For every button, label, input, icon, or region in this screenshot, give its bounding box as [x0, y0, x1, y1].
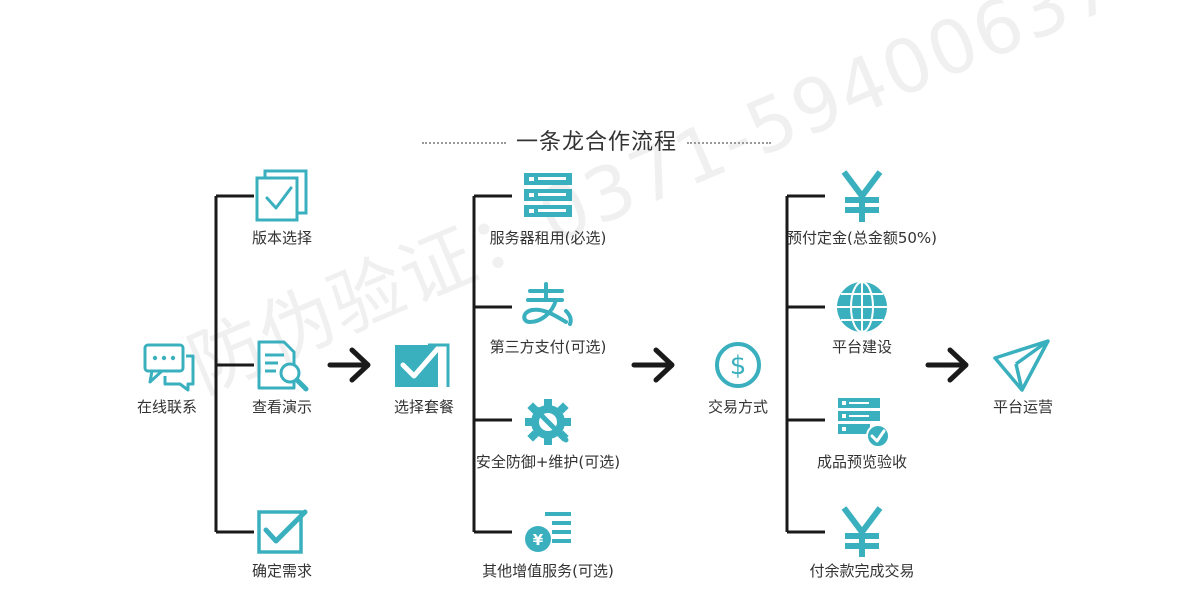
arrow-icon	[631, 347, 675, 383]
node-label-package: 选择套餐	[393, 398, 455, 416]
checkbox-pen-icon	[395, 343, 450, 387]
yen-icon	[841, 170, 883, 222]
yen-icon	[841, 506, 883, 557]
diagram-title: 一条龙合作流程	[515, 130, 677, 155]
server-check-icon	[838, 398, 890, 448]
chat-icon	[143, 343, 195, 392]
diagram-title-row: 一条龙合作流程	[0, 124, 1193, 156]
node-label-confirm: 确定需求	[251, 562, 313, 580]
svg-text:¥: ¥	[533, 531, 544, 549]
node-label-payment: 第三方支付(可选)	[489, 338, 607, 356]
checkbox-checked-icon	[257, 509, 308, 554]
title-right-dots	[687, 142, 771, 144]
branch-lines-1	[214, 194, 254, 534]
node-label-build: 平台建设	[831, 338, 893, 356]
arrow-icon	[327, 347, 371, 383]
arrow-icon	[925, 347, 969, 383]
node-label-trade: 交易方式	[707, 398, 769, 416]
document-search-icon	[257, 340, 309, 392]
node-label-other: 其他增值服务(可选)	[482, 562, 614, 580]
branch-lines-3	[785, 194, 825, 534]
node-label-version: 版本选择	[251, 229, 313, 247]
paper-plane-icon	[993, 339, 1050, 392]
coin-list-icon: ¥	[525, 512, 571, 552]
title-left-dots	[421, 142, 506, 144]
node-label-demo: 查看演示	[251, 398, 313, 416]
node-label-acceptance: 成品预览验收	[816, 453, 908, 471]
node-label-security: 安全防御+维护(可选)	[475, 453, 621, 471]
alipay-icon	[522, 282, 573, 326]
node-label-contact: 在线联系	[136, 398, 198, 416]
server-icon	[524, 173, 572, 217]
gear-wrench-icon	[525, 399, 571, 445]
svg-text:$: $	[730, 351, 747, 381]
node-label-deposit: 预付定金(总金额50%)	[786, 229, 938, 247]
globe-icon	[837, 281, 887, 333]
node-label-server: 服务器租用(必选)	[489, 229, 607, 247]
checked-document-stack-icon	[255, 169, 308, 222]
node-label-operate: 平台运营	[992, 398, 1054, 416]
node-label-finish: 付余款完成交易	[809, 562, 915, 580]
branch-lines-2	[472, 194, 512, 534]
dollar-circle-icon: $	[715, 342, 761, 388]
